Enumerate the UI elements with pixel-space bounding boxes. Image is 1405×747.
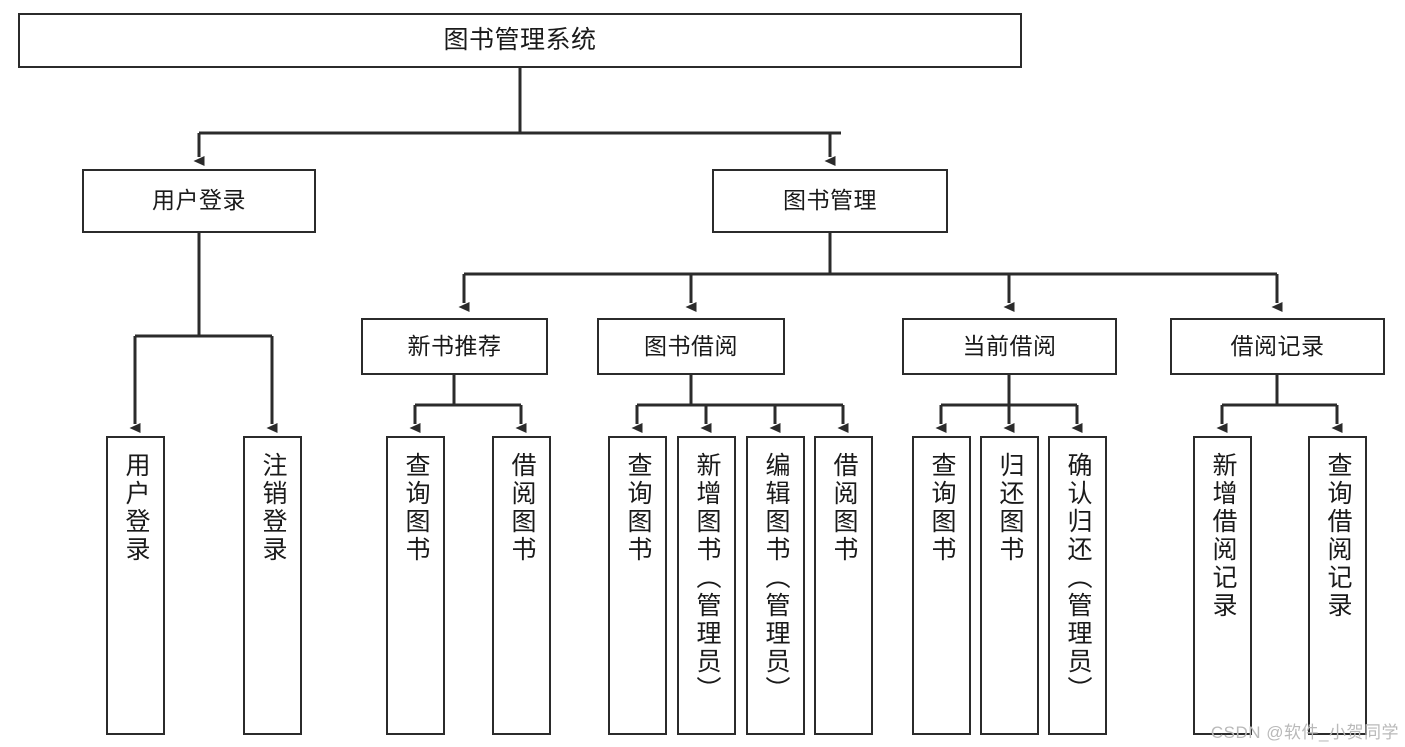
- node-label: 图书管理系统: [443, 25, 597, 54]
- node-label: 用户登录: [122, 452, 150, 564]
- node-label: 当前借阅: [962, 332, 1057, 359]
- leaf-confirm-return[interactable]: 确认归还（管理员）: [1048, 436, 1107, 735]
- node-label: 借阅图书: [830, 452, 858, 564]
- node-label: 查询图书: [928, 452, 956, 564]
- node-label: 查询图书: [624, 452, 652, 564]
- node-label: 借阅记录: [1230, 332, 1325, 359]
- leaf-query-borrow-record[interactable]: 查询借阅记录: [1308, 436, 1367, 735]
- node-label: 图书借阅: [644, 332, 738, 359]
- node-label: 注销登录: [259, 452, 287, 564]
- node-borrow-record[interactable]: 借阅记录: [1170, 318, 1385, 375]
- leaf-logout-login[interactable]: 注销登录: [243, 436, 302, 735]
- node-label: 新书推荐: [407, 332, 502, 359]
- node-user-login[interactable]: 用户登录: [82, 169, 316, 233]
- node-root-system[interactable]: 图书管理系统: [18, 13, 1022, 68]
- leaf-add-borrow-record[interactable]: 新增借阅记录: [1193, 436, 1252, 735]
- node-label: 新增借阅记录: [1209, 452, 1237, 620]
- leaf-return-book[interactable]: 归还图书: [980, 436, 1039, 735]
- node-book-borrow[interactable]: 图书借阅: [597, 318, 785, 375]
- node-label: 确认归还（管理员）: [1064, 452, 1092, 704]
- leaf-query-book-3[interactable]: 查询图书: [912, 436, 971, 735]
- node-label: 用户登录: [152, 187, 246, 214]
- node-book-manage[interactable]: 图书管理: [712, 169, 948, 233]
- leaf-user-login[interactable]: 用户登录: [106, 436, 165, 735]
- node-label: 借阅图书: [508, 452, 536, 564]
- leaf-borrow-book-1[interactable]: 借阅图书: [492, 436, 551, 735]
- node-label: 归还图书: [996, 452, 1024, 564]
- node-label: 查询借阅记录: [1324, 452, 1352, 620]
- leaf-query-book-1[interactable]: 查询图书: [386, 436, 445, 735]
- node-current-borrow[interactable]: 当前借阅: [902, 318, 1117, 375]
- leaf-add-book[interactable]: 新增图书（管理员）: [677, 436, 736, 735]
- node-label: 编辑图书（管理员）: [762, 452, 790, 704]
- leaf-edit-book[interactable]: 编辑图书（管理员）: [746, 436, 805, 735]
- node-label: 查询图书: [402, 452, 430, 564]
- leaf-query-book-2[interactable]: 查询图书: [608, 436, 667, 735]
- node-new-book-recommend[interactable]: 新书推荐: [361, 318, 548, 375]
- node-label: 图书管理: [783, 187, 877, 214]
- leaf-borrow-book-2[interactable]: 借阅图书: [814, 436, 873, 735]
- node-label: 新增图书（管理员）: [693, 452, 721, 704]
